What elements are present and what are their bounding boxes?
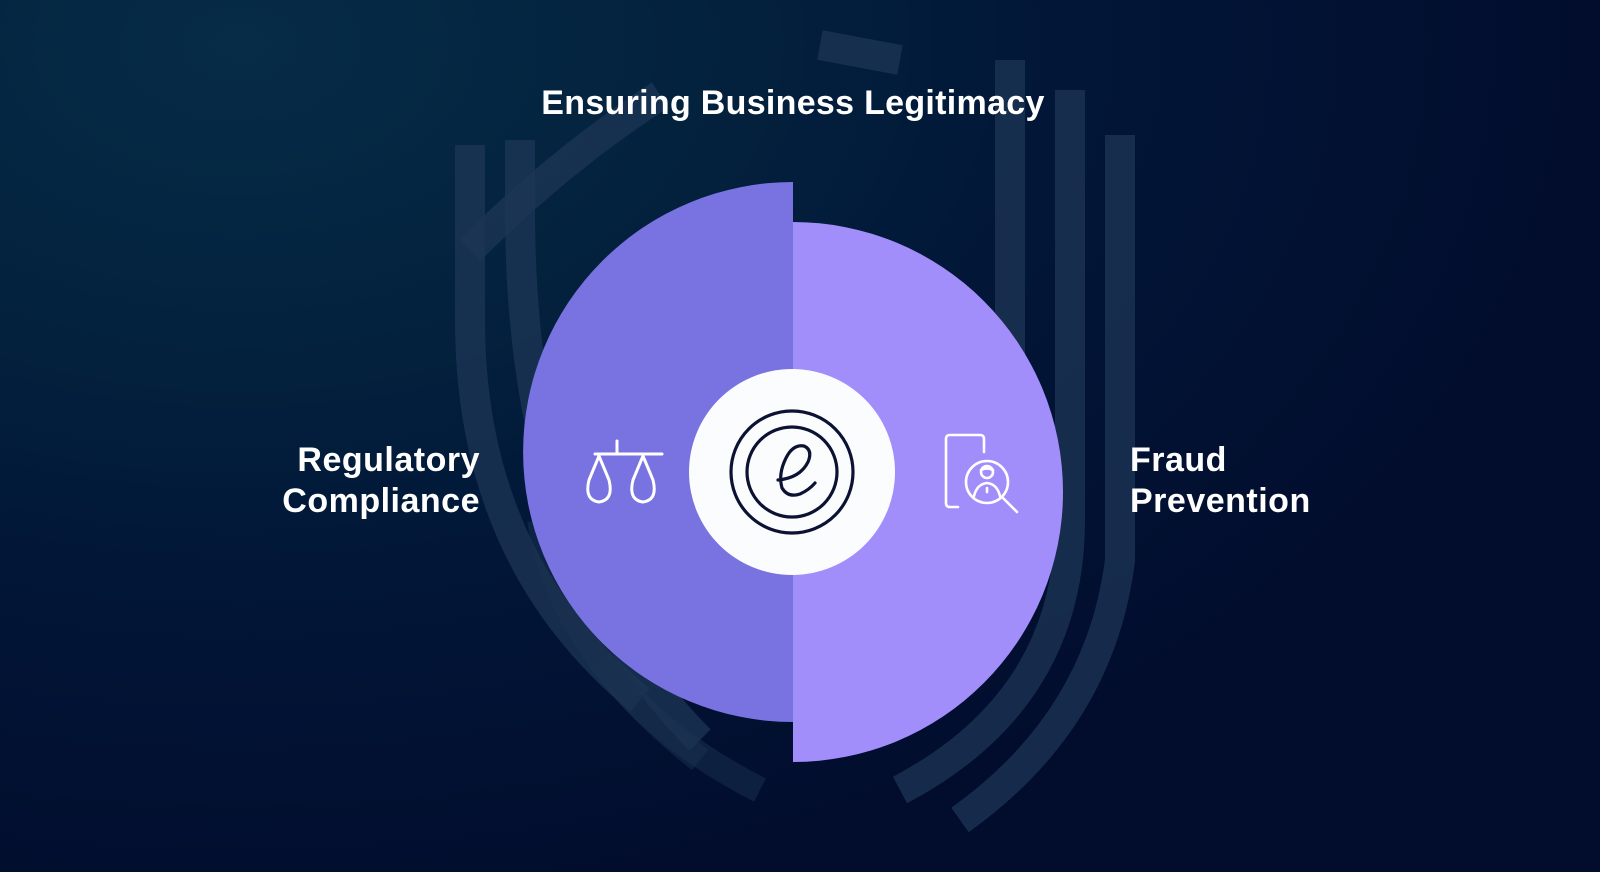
segment-left-regulatory (523, 182, 793, 722)
label-left-line1: Regulatory (297, 441, 480, 479)
document-person-search-icon (944, 433, 1019, 514)
center-circle (689, 369, 895, 575)
label-fraud-prevention: Fraud Prevention (1130, 440, 1311, 522)
label-regulatory-compliance: Regulatory Compliance (282, 440, 480, 522)
label-left-line2: Compliance (282, 482, 480, 520)
e-logo-icon (729, 409, 855, 535)
scales-of-justice-icon (586, 439, 664, 504)
label-right-line1: Fraud (1130, 441, 1227, 479)
page-title: Ensuring Business Legitimacy (541, 84, 1045, 122)
label-right-line2: Prevention (1130, 482, 1311, 520)
segment-right-fraud (793, 222, 1063, 762)
